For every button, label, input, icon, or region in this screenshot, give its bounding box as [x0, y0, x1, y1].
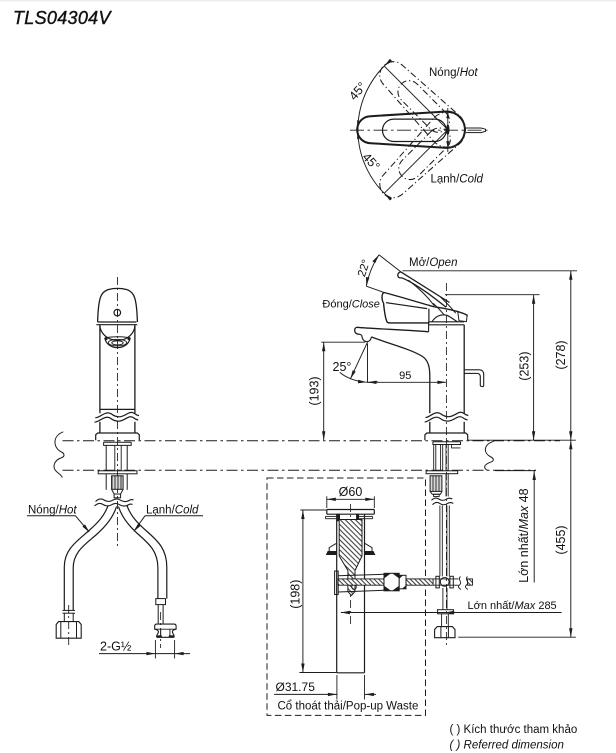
- svg-text:Ø60: Ø60: [339, 485, 363, 499]
- svg-text:Lớn nhất/Max 48: Lớn nhất/Max 48: [517, 488, 531, 582]
- svg-text:Lạnh/Cold: Lạnh/Cold: [431, 174, 484, 186]
- svg-text:Lớn nhất/Max 285: Lớn nhất/Max 285: [468, 600, 557, 612]
- svg-text:TLS04304V: TLS04304V: [13, 8, 112, 28]
- svg-text:Lạnh/Cold: Lạnh/Cold: [146, 505, 199, 517]
- svg-text:Nóng/Hot: Nóng/Hot: [28, 505, 77, 517]
- svg-text:( ) Referred dimension: ( ) Referred dimension: [450, 740, 564, 752]
- svg-text:95: 95: [399, 370, 411, 382]
- svg-text:Nóng/Hot: Nóng/Hot: [429, 67, 478, 79]
- svg-text:(198): (198): [289, 580, 303, 609]
- svg-text:( ) Kích thước tham khảo: ( ) Kích thước tham khảo: [450, 724, 578, 736]
- svg-text:Đóng/Close: Đóng/Close: [322, 298, 379, 310]
- svg-text:Mở/Open: Mở/Open: [409, 257, 457, 269]
- svg-text:(455): (455): [554, 525, 568, 554]
- svg-text:25°: 25°: [333, 360, 352, 374]
- svg-text:Cổ thoát thải/Pop-up Waste: Cổ thoát thải/Pop-up Waste: [278, 701, 419, 713]
- svg-text:Ø31.75: Ø31.75: [276, 680, 316, 694]
- svg-text:2-G½: 2-G½: [100, 640, 132, 654]
- svg-text:(278): (278): [554, 340, 568, 369]
- svg-text:(253): (253): [518, 352, 532, 381]
- svg-text:22°: 22°: [356, 258, 373, 278]
- svg-text:(193): (193): [308, 376, 322, 405]
